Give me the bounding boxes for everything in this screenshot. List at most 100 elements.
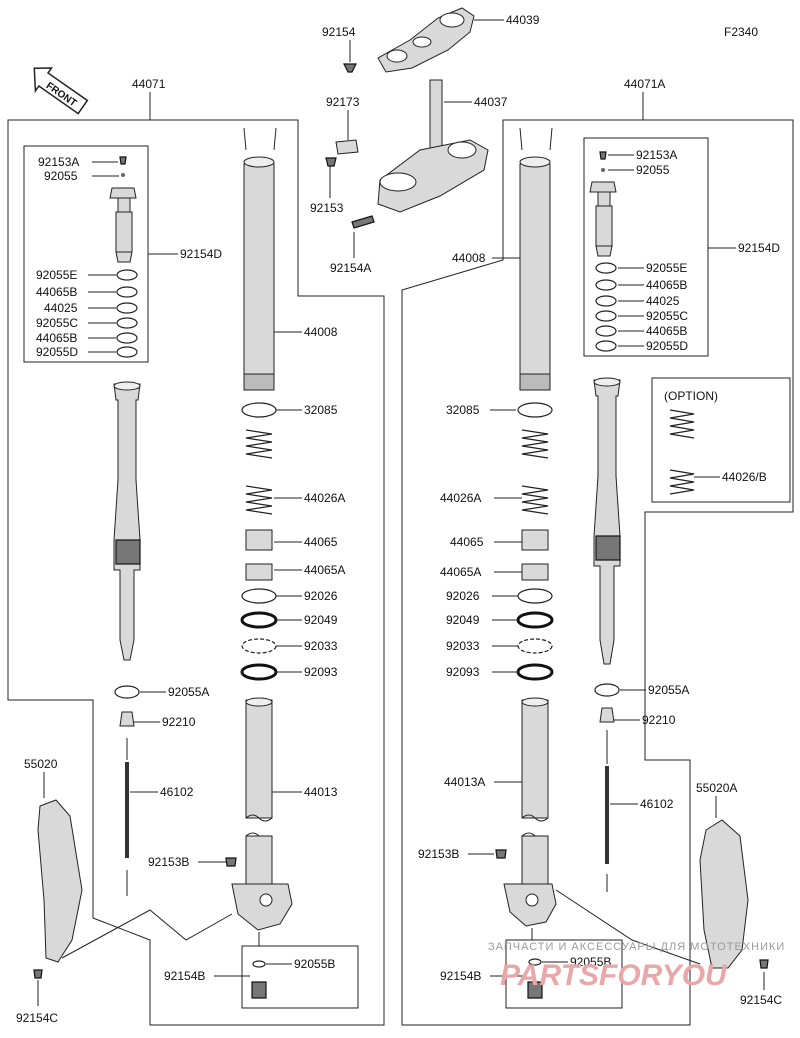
label-l-92153B: 92153B <box>148 855 189 869</box>
label-l-92154B: 92154B <box>164 969 205 983</box>
right-bolt-92154B <box>527 981 543 999</box>
label-l-92049: 92049 <box>304 613 338 627</box>
label-l-92153A: 92153A <box>38 155 79 169</box>
right-rod-46102 <box>605 766 609 864</box>
label-l-92055A: 92055A <box>168 685 209 699</box>
bolt-92153 <box>325 157 337 167</box>
label-r-92055E: 92055E <box>646 261 687 275</box>
bolt-92154 <box>343 63 357 73</box>
label-r-44013A: 44013A <box>444 775 485 789</box>
assembly-left-label: 44071 <box>132 77 166 91</box>
label-92153: 92153 <box>310 201 344 215</box>
right-ring-labels: 32085 44026A 44065 44065A 92026 92049 92… <box>440 403 522 679</box>
label-55020: 55020 <box>24 757 58 771</box>
label-r-92093: 92093 <box>446 665 480 679</box>
label-l-46102: 46102 <box>160 785 194 799</box>
label-l-32085: 32085 <box>304 403 338 417</box>
left-lower-leg-44013 <box>231 697 293 931</box>
left-ring-labels: 32085 44026A 44065 44065A 92026 92049 92… <box>274 403 345 679</box>
label-44039: 44039 <box>506 13 540 27</box>
left-oring-92055A <box>114 685 140 699</box>
label-l-44008: 44008 <box>304 325 338 339</box>
label-l-44065B-2: 44065B <box>36 331 77 345</box>
label-r-92154C: 92154C <box>740 993 782 1007</box>
label-l-44065: 44065 <box>304 535 338 549</box>
right-cartridge-box <box>583 137 709 357</box>
label-r-92055D: 92055D <box>646 339 688 353</box>
left-bolt-92154B <box>251 981 267 999</box>
label-l-44013: 44013 <box>304 785 338 799</box>
left-assembly-outline <box>7 119 385 1026</box>
label-r-92055B: 92055B <box>570 955 611 969</box>
left-cartridge-parts <box>109 156 138 358</box>
label-l-92055: 92055 <box>44 169 78 183</box>
right-damper-rod <box>593 377 621 665</box>
right-cap-92210 <box>599 707 615 723</box>
left-outer-tube <box>243 127 277 391</box>
left-axle-box <box>241 945 359 1009</box>
label-r-46102: 46102 <box>640 797 674 811</box>
option-box <box>651 377 791 503</box>
label-l-44026A: 44026A <box>304 491 345 505</box>
label-r-92026: 92026 <box>446 589 480 603</box>
lower-triple-clamp-stem <box>335 79 489 213</box>
left-cap-92210 <box>119 711 135 727</box>
label-r-44025: 44025 <box>646 294 680 308</box>
label-l-92055B: 92055B <box>294 957 335 971</box>
label-l-92026: 92026 <box>304 589 338 603</box>
label-r-92055C: 92055C <box>646 309 688 323</box>
label-r-44008: 44008 <box>452 251 486 265</box>
label-55020A: 55020A <box>696 781 737 795</box>
right-fork-guard <box>699 819 749 969</box>
assembly-right-label: 44071A <box>624 77 665 91</box>
label-l-92154D: 92154D <box>180 247 222 261</box>
label-r-92210: 92210 <box>642 713 676 727</box>
label-r-44065B-1: 44065B <box>646 278 687 292</box>
label-l-92154C: 92154C <box>16 1011 58 1025</box>
right-outer-tube <box>519 127 553 391</box>
label-r-92154B: 92154B <box>440 969 481 983</box>
right-axle-box <box>505 939 623 1009</box>
label-l-92055D: 92055D <box>36 345 78 359</box>
label-l-92033: 92033 <box>304 639 338 653</box>
label-92173: 92173 <box>326 95 360 109</box>
label-r-44065A: 44065A <box>440 565 481 579</box>
watermark-logo: PARTSFORYOU <box>500 959 728 992</box>
label-l-92093: 92093 <box>304 665 338 679</box>
label-r-44065B-2: 44065B <box>646 324 687 338</box>
left-bolt-92154C <box>33 969 43 979</box>
label-r-32085: 32085 <box>446 403 480 417</box>
label-l-92055C: 92055C <box>36 316 78 330</box>
upper-triple-clamp <box>377 7 475 73</box>
label-r-44026A: 44026A <box>440 491 481 505</box>
label-l-92055E: 92055E <box>36 268 77 282</box>
right-oring-92055A <box>594 683 620 697</box>
figure-code: F2340 <box>724 25 758 39</box>
label-l-44065B-1: 44065B <box>36 285 77 299</box>
left-bolt-92153B <box>225 857 237 867</box>
label-r-92154D: 92154D <box>738 241 780 255</box>
watermark-text: ЗАПЧАСТИ И АКСЕССУАРЫ ДЛЯ МОТОТЕХНИКИ <box>488 941 785 953</box>
right-lower-leg-44013A <box>503 697 557 927</box>
label-l-44065A: 44065A <box>304 563 345 577</box>
label-l-44025: 44025 <box>44 301 78 315</box>
left-oring-92055B <box>252 960 266 968</box>
label-92154A: 92154A <box>330 261 371 275</box>
label-r-92049: 92049 <box>446 613 480 627</box>
label-r-92153B: 92153B <box>418 847 459 861</box>
label-r-92055: 92055 <box>636 163 670 177</box>
option-spring <box>669 409 695 495</box>
label-92154: 92154 <box>322 25 356 39</box>
left-fork-guard <box>37 799 83 963</box>
label-44037: 44037 <box>474 95 508 109</box>
bolt-92154A <box>351 215 375 229</box>
left-cartridge-labels: 92153A 92055 92154D 92055E 44065B 44025 … <box>36 155 222 359</box>
left-rod-46102 <box>125 762 129 858</box>
left-damper-rod <box>113 381 141 661</box>
right-oring-92055B <box>528 958 542 966</box>
right-assembly-outline <box>401 119 794 1026</box>
label-l-92210: 92210 <box>162 715 196 729</box>
right-ring-stack <box>516 402 554 681</box>
front-arrow: FRONT <box>33 67 89 115</box>
